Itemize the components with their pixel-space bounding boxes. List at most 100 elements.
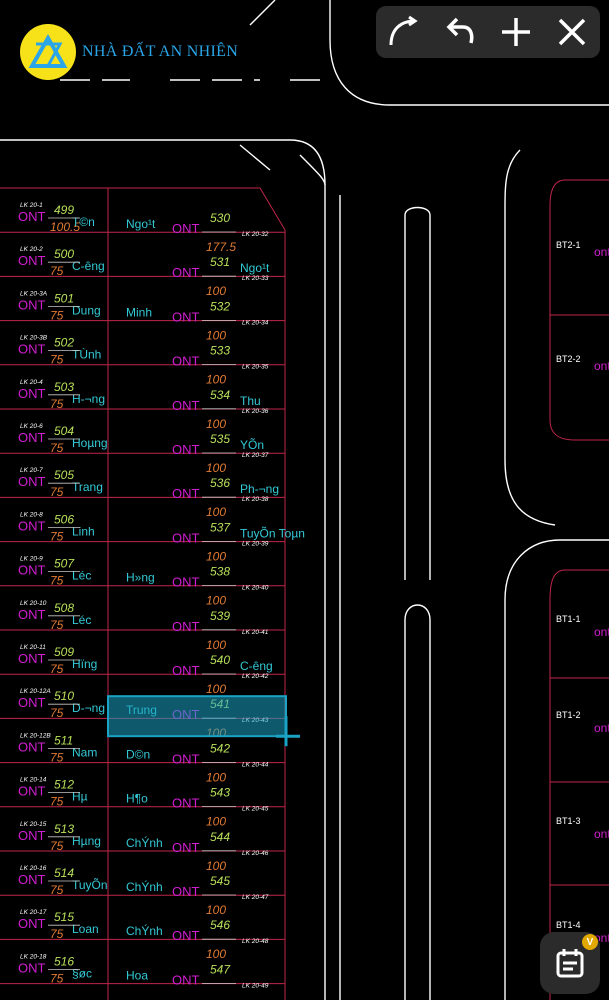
land-use-label: ONT bbox=[172, 663, 200, 678]
lot-area: 75 bbox=[50, 706, 64, 720]
owner-name: H-¬ng bbox=[72, 392, 105, 406]
lot-area: 100 bbox=[206, 594, 226, 608]
lot-area: 75 bbox=[50, 397, 64, 411]
owner-name: Nam bbox=[72, 745, 97, 759]
road-line bbox=[504, 539, 609, 601]
land-use-label: ONT bbox=[172, 354, 200, 369]
land-use-label: ont bbox=[594, 625, 609, 639]
lot-number: 539 bbox=[210, 609, 230, 623]
land-use-label: ONT bbox=[18, 607, 46, 622]
land-use-label: ONT bbox=[172, 884, 200, 899]
road-line bbox=[249, 0, 276, 26]
lot-number: 540 bbox=[210, 653, 230, 667]
lot-number: 504 bbox=[54, 424, 74, 438]
lot-code: LK 20-41 bbox=[242, 629, 269, 636]
lot-code: LK 20-4 bbox=[20, 379, 43, 386]
land-use-label: ONT bbox=[18, 695, 46, 710]
land-use-label: ONT bbox=[18, 297, 46, 312]
lot-code: LK 20-16 bbox=[20, 865, 47, 872]
calendar-icon bbox=[556, 949, 584, 978]
lot-area: 100 bbox=[206, 417, 226, 431]
lot-number: 530 bbox=[210, 211, 230, 225]
curve-tool-button[interactable] bbox=[382, 10, 426, 54]
land-use-label: ONT bbox=[172, 221, 200, 236]
block-label: BT2-2 bbox=[556, 354, 581, 364]
owner-name: Léc bbox=[72, 613, 91, 627]
lot-number: 547 bbox=[210, 962, 231, 976]
lot-code: LK 20-39 bbox=[242, 540, 269, 547]
lot-number: 538 bbox=[210, 565, 230, 579]
undo-button[interactable] bbox=[438, 10, 482, 54]
lot-code: LK 20-49 bbox=[242, 982, 269, 989]
lot-number: 510 bbox=[54, 689, 74, 703]
lot-number: 513 bbox=[54, 822, 74, 836]
road-line bbox=[299, 154, 326, 186]
lot-area: 100.5 bbox=[50, 220, 80, 234]
selected-lot-highlight[interactable] bbox=[107, 695, 287, 738]
block-label: BT1-3 bbox=[556, 816, 581, 826]
owner-name: Hµ bbox=[72, 790, 88, 804]
owner-name: T©n bbox=[72, 215, 95, 229]
road-line bbox=[289, 139, 326, 186]
land-use-label: ont bbox=[594, 245, 609, 259]
land-use-label: ONT bbox=[18, 209, 46, 224]
owner-name: Hµng bbox=[72, 834, 101, 848]
land-use-label: ONT bbox=[172, 265, 200, 280]
owner-name: H»ng bbox=[126, 571, 155, 585]
land-use-label: ONT bbox=[172, 309, 200, 324]
land-use-label: ont bbox=[594, 359, 609, 373]
lot-number: 512 bbox=[54, 778, 74, 792]
lot-area: 75 bbox=[50, 353, 64, 367]
land-use-label: ONT bbox=[18, 563, 46, 578]
close-button[interactable] bbox=[550, 10, 594, 54]
land-use-label: ONT bbox=[18, 253, 46, 268]
add-button[interactable] bbox=[494, 10, 538, 54]
brand-logo: NHÀ ĐẤT AN NHIÊN bbox=[20, 24, 238, 80]
drawing-toolbar bbox=[376, 6, 600, 58]
owner-name: §øc bbox=[72, 966, 92, 980]
lot-code: LK 20-12B bbox=[20, 732, 51, 739]
land-use-label: ONT bbox=[18, 430, 46, 445]
owner-name: TÙnh bbox=[72, 347, 101, 362]
block-boundary bbox=[549, 569, 609, 1000]
owner-name: ChÝnh bbox=[126, 879, 163, 894]
land-use-label: ONT bbox=[18, 386, 46, 401]
calendar-button[interactable]: V bbox=[540, 932, 600, 994]
